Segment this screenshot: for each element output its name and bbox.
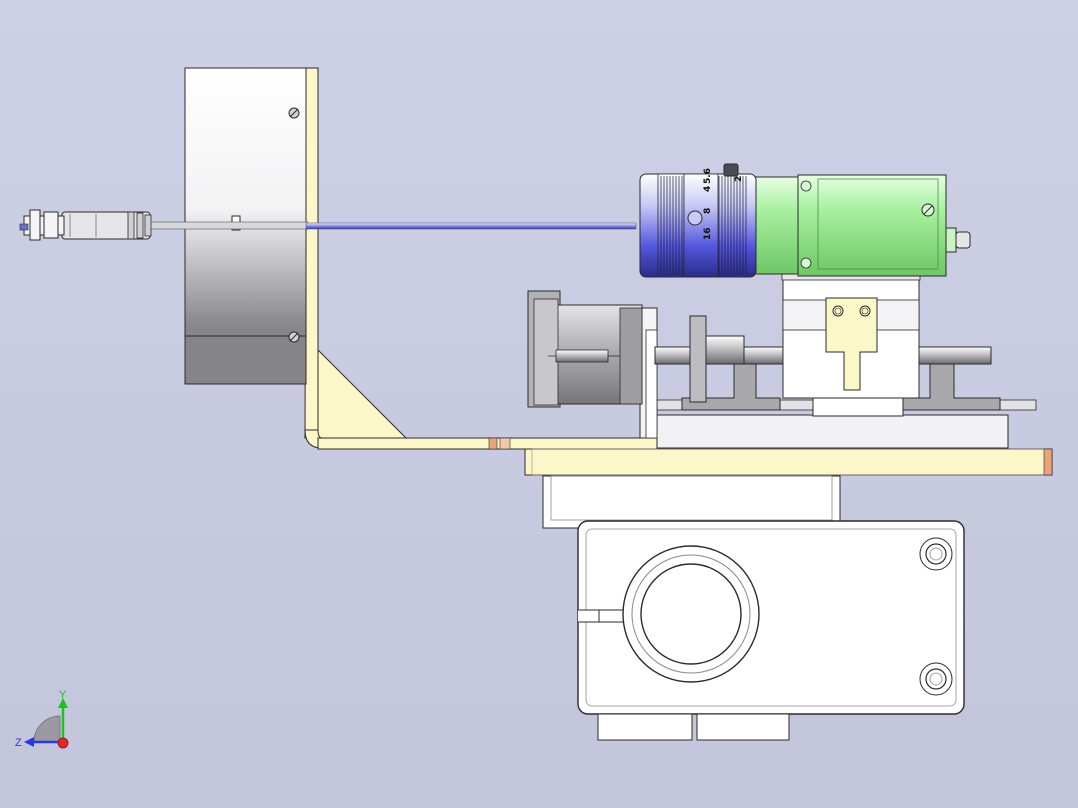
camera[interactable] [753,174,971,281]
base-clamp-block[interactable] [542,475,965,741]
camera-connector[interactable] [955,231,971,249]
linear-slide[interactable] [639,277,1037,449]
lens-mark-5-6: 5.6 [703,168,713,184]
camera-body[interactable] [797,174,947,277]
stepper-motor[interactable] [527,290,643,408]
y-axis-label: Y [59,689,67,701]
x-axis-dot [57,737,69,749]
axis-triad[interactable]: Y Z [15,689,69,749]
aperture-lock-knob[interactable] [723,163,739,177]
lens-mark-8: 8 [703,208,713,214]
mounting-bracket[interactable] [304,67,1053,476]
z-axis-label: Z [15,737,22,749]
light-cable[interactable] [19,209,637,241]
camera-lens[interactable]: 4 5.6 8 16 2 [639,163,757,278]
focus-lock-icon[interactable] [687,210,703,226]
lens-mark-16: 16 [703,227,713,240]
lens-mark-4: 4 [703,186,713,192]
lens-mark-top: 2 [734,176,744,182]
carriage-tab [825,297,878,391]
